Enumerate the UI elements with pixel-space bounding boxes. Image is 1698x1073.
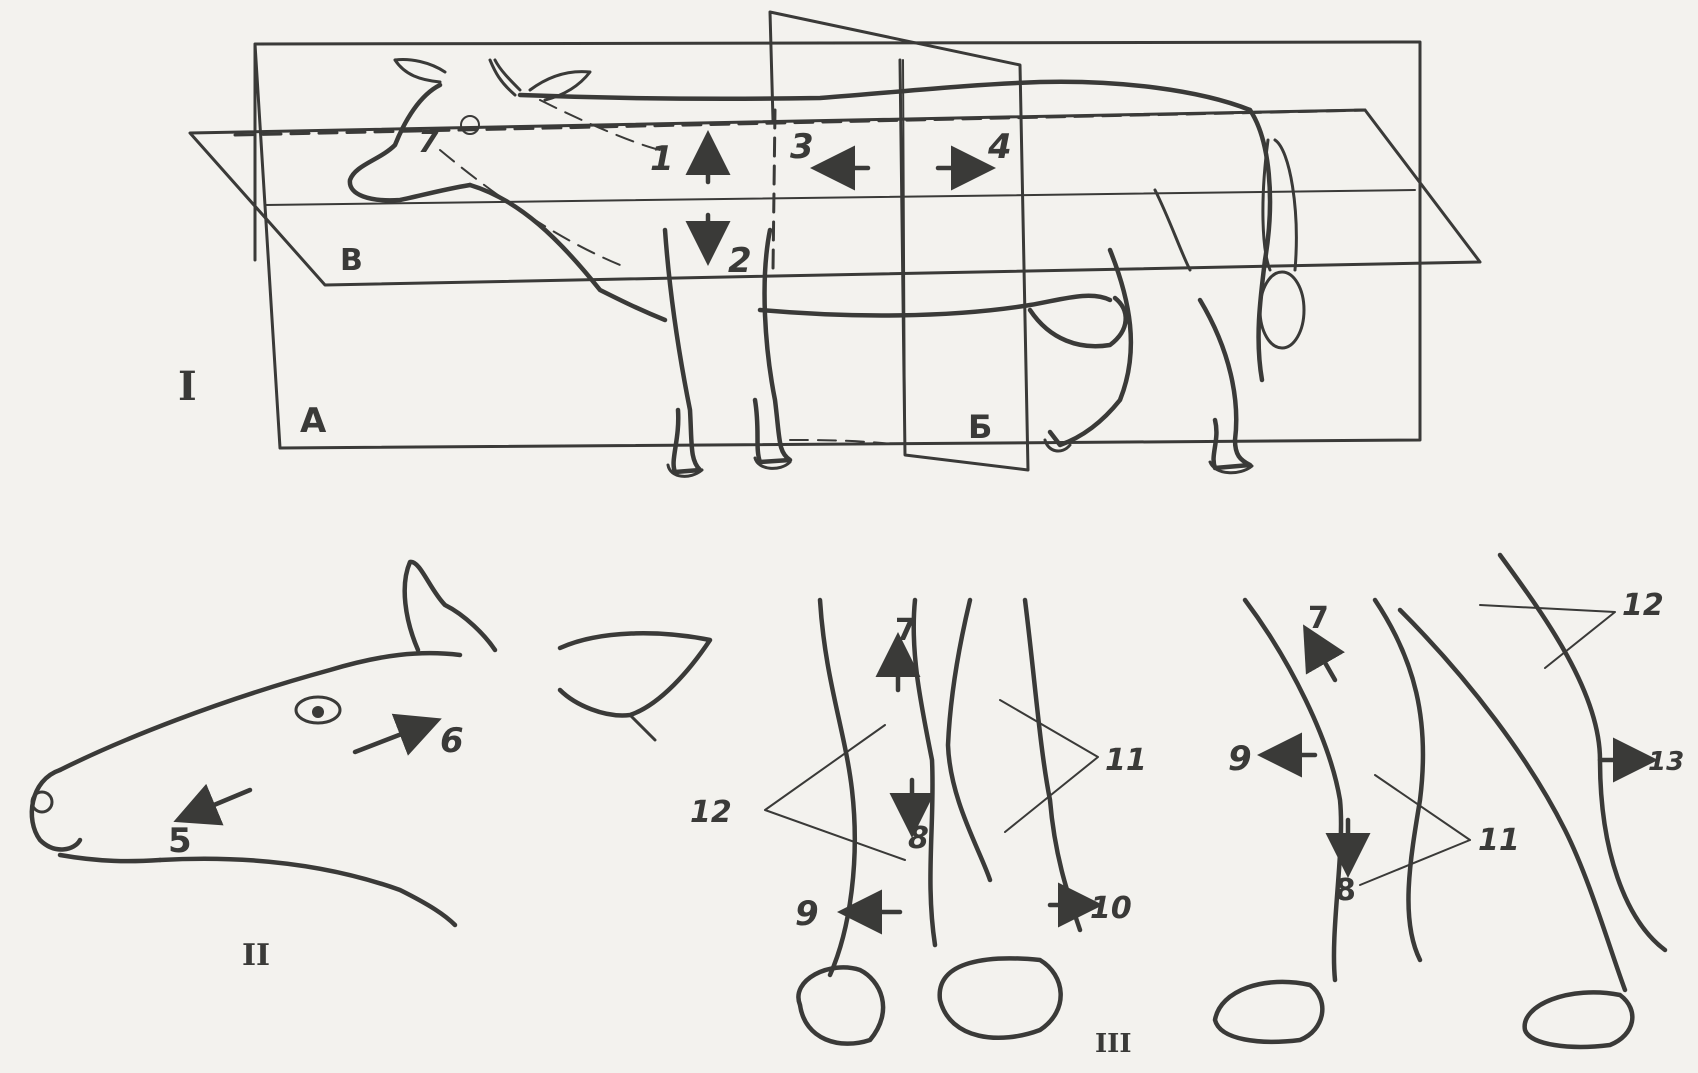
label-plane-b: Б (968, 408, 992, 446)
plane-a (255, 42, 1420, 448)
label-num-9: 9 (1228, 739, 1252, 779)
label-num-8: 8 (908, 821, 929, 856)
figure-ii-head: 5 6 II (32, 562, 710, 973)
label-num-1: 1 (650, 139, 674, 179)
label-num-6: 6 (440, 721, 464, 761)
label-num-13: 13 (1648, 747, 1684, 777)
label-plane-v: В (340, 243, 363, 278)
plane-b (770, 12, 1028, 470)
label-num-8: 8 (1335, 873, 1356, 908)
label-num-4: 4 (987, 127, 1012, 167)
label-num-7: 7 (895, 613, 916, 648)
label-num-11: 11 (1105, 743, 1147, 778)
label-num-11: 11 (1478, 823, 1520, 858)
figure-iii-hind-legs: 7 8 9 11 12 13 (1215, 555, 1684, 1047)
arrow-6 (355, 725, 425, 752)
arrow-7 (1312, 640, 1335, 680)
figure-i-cow-planes: 7 1 2 3 4 В A Б I (178, 12, 1480, 476)
leader-12 (1480, 605, 1615, 668)
label-num-9: 9 (795, 894, 819, 934)
label-num-12: 12 (1622, 588, 1664, 623)
label-num-7: 7 (1308, 601, 1329, 636)
label-plane-a: A (300, 401, 327, 441)
figure-iii-numeral: III (1095, 1029, 1132, 1059)
figure-i-numeral: I (178, 363, 197, 410)
leader-12 (765, 725, 905, 860)
plane-b-dashed (773, 110, 775, 270)
figure-iii-front-legs: 7 8 9 10 11 12 III (690, 600, 1147, 1059)
label-num-5: 5 (168, 821, 192, 861)
label-num-12: 12 (690, 795, 732, 830)
label-num-2: 2 (728, 241, 752, 281)
figure-ii-numeral: II (242, 938, 270, 973)
arrow-5 (190, 790, 250, 815)
label-num-10: 10 (1090, 891, 1132, 926)
label-num-7: 7 (418, 125, 439, 160)
label-num-3: 3 (790, 127, 814, 167)
